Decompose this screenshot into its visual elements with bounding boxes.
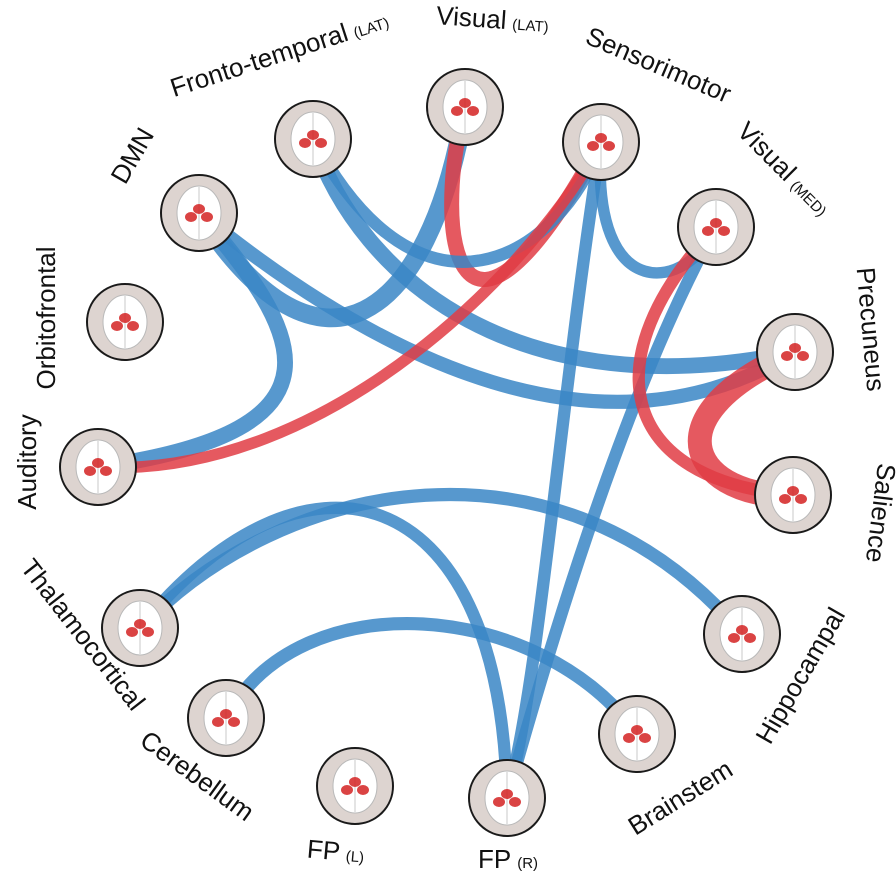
activation-spot [509,797,521,807]
node-precuneus [756,313,834,391]
node-label-orbitofrontal: Orbitofrontal [31,246,61,389]
activation-spot [126,627,138,637]
edges-layer [90,97,807,805]
activation-spot [779,494,791,504]
activation-spot [728,633,740,643]
node-label-precuneus: Precuneus [851,266,892,392]
edge-dmn-precuneus [191,205,803,409]
edge-sensorimotor-auditory [92,136,607,474]
activation-spot [212,717,224,727]
activation-spot [639,733,651,743]
activation-spot [119,313,131,323]
activation-spot [467,106,479,116]
activation-spot [315,138,327,148]
activation-spot [228,717,240,727]
activation-spot [142,627,154,637]
activation-spot [623,733,635,743]
node-fp_r [468,759,546,837]
node-thalamocortical [101,589,179,667]
node-fronto_temporal [274,100,352,178]
node-visual_lat [426,68,504,146]
activation-spot [92,458,104,468]
activation-spot [134,619,146,629]
activation-spot [493,797,505,807]
node-label-fp_l: FP(L) [306,834,366,869]
activation-spot [341,785,353,795]
node-fp_l [316,747,394,825]
activation-spot [201,212,213,222]
node-label-sensorimotor: Sensorimotor [581,21,735,109]
edge-thalamocortical-hippocampal [133,487,749,641]
activation-spot [100,466,112,476]
nodes-layer [59,68,834,837]
activation-spot [357,785,369,795]
edge-visual_med-fp_r [500,220,723,805]
activation-spot [220,709,232,719]
activation-spot [84,466,96,476]
activation-spot [781,351,793,361]
activation-spot [797,351,809,361]
activation-spot [111,321,123,331]
node-hippocampal [703,595,781,673]
node-dmn [160,174,238,252]
node-visual_med [677,188,755,266]
activation-spot [789,343,801,353]
activation-spot [631,725,643,735]
activation-spot [349,777,361,787]
node-salience [754,456,832,534]
node-label-dmn: DMN [104,122,160,188]
activation-spot [744,633,756,643]
activation-spot [702,226,714,236]
node-label-visual_lat: Visual(LAT) [435,0,550,38]
node-brainstem [598,695,676,773]
node-label-fronto_temporal: Fronto-temporal(LAT) [166,4,392,103]
activation-spot [193,204,205,214]
activation-spot [736,625,748,635]
activation-spot [307,130,319,140]
activation-spot [787,486,799,496]
activation-spot [603,141,615,151]
node-label-auditory: Auditory [12,414,42,509]
activation-spot [127,321,139,331]
activation-spot [451,106,463,116]
activation-spot [718,226,730,236]
node-label-fp_r: FP(R) [478,844,538,874]
edge-fronto_temporal-precuneus [305,131,803,375]
activation-spot [595,133,607,143]
edge-thalamocortical-fp_r [133,501,514,805]
node-auditory [59,428,137,506]
edge-cerebellum-brainstem [219,616,644,741]
node-cerebellum [187,679,265,757]
node-label-salience: Salience [860,462,896,565]
edge-dmn-auditory [90,205,293,475]
activation-spot [459,98,471,108]
node-sensorimotor [562,103,640,181]
activation-spot [795,494,807,504]
activation-spot [501,789,513,799]
activation-spot [299,138,311,148]
activation-spot [587,141,599,151]
node-orbitofrontal [86,283,164,361]
activation-spot [710,218,722,228]
activation-spot [185,212,197,222]
